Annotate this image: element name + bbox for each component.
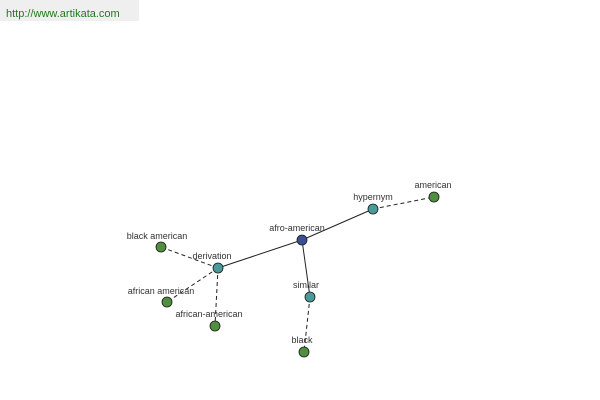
edge-afro-american-to-derivation bbox=[217, 239, 303, 269]
edge-derivation-to-black-american bbox=[160, 246, 219, 269]
nodes-layer: afro-american hypernym derivation similar am… bbox=[127, 180, 452, 358]
source-link[interactable]: http://www.artikata.com bbox=[6, 8, 120, 20]
node-hypernym[interactable] bbox=[367, 203, 379, 215]
edge-similar-to-black bbox=[303, 296, 311, 353]
node-american[interactable] bbox=[428, 191, 440, 203]
node-label-similar[interactable]: similar bbox=[293, 280, 319, 290]
node-label-afro-american[interactable]: afro-american bbox=[269, 223, 325, 233]
node-label-american[interactable]: american bbox=[414, 180, 451, 190]
node-african-american-1[interactable] bbox=[161, 296, 173, 308]
node-label-black[interactable]: black bbox=[291, 335, 313, 345]
node-similar[interactable] bbox=[304, 291, 316, 303]
edge-hypernym-to-american bbox=[372, 196, 435, 210]
node-label-hypernym[interactable]: hypernym bbox=[353, 192, 393, 202]
node-african-american-2[interactable] bbox=[209, 320, 221, 332]
edge-derivation-to-african-american-1 bbox=[166, 267, 219, 303]
node-black[interactable] bbox=[298, 346, 310, 358]
source-bar: http://www.artikata.com bbox=[0, 0, 139, 21]
edge-afro-american-to-similar bbox=[301, 239, 311, 298]
node-black-american[interactable] bbox=[155, 241, 167, 253]
edge-afro-american-to-hypernym bbox=[301, 208, 374, 241]
node-label-african-american-2[interactable]: african-american bbox=[175, 309, 242, 319]
node-label-african-american-1[interactable]: african american bbox=[128, 286, 195, 296]
edges-layer bbox=[160, 196, 435, 353]
node-label-derivation[interactable]: derivation bbox=[192, 251, 231, 261]
node-afro-american[interactable] bbox=[296, 234, 308, 246]
node-label-black-american[interactable]: black american bbox=[127, 231, 188, 241]
edge-derivation-to-african-american-2 bbox=[214, 267, 219, 327]
node-derivation[interactable] bbox=[212, 262, 224, 274]
